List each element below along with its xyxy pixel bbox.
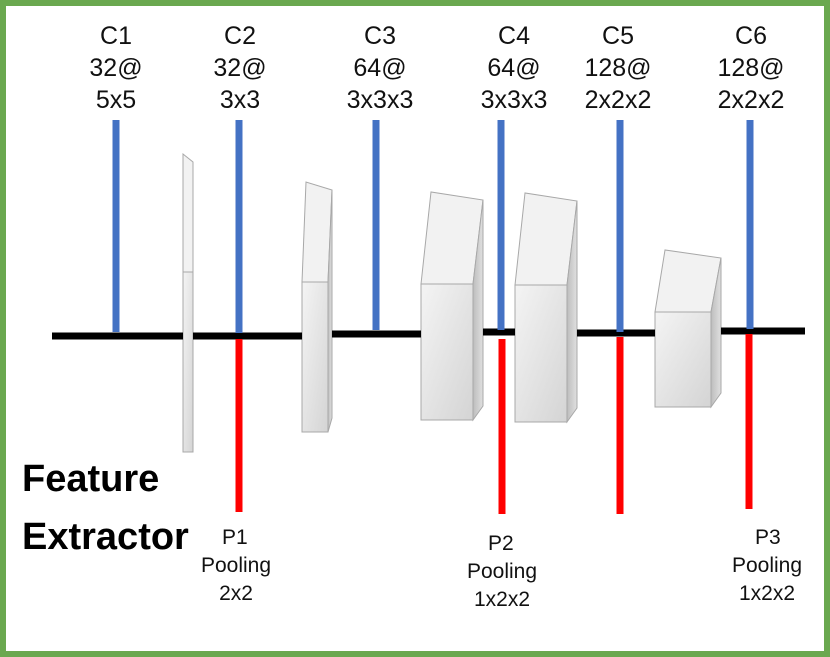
- conv-kernel: 3x3: [219, 86, 261, 114]
- pool-id: P2: [488, 532, 514, 555]
- feature-map-block: [514, 192, 578, 424]
- conv-kernel: 2x2x2: [717, 86, 785, 114]
- conv-id: C5: [602, 22, 634, 50]
- conv-label-c6: C6 128@ 2x2x2: [696, 20, 806, 116]
- conv-filters: 64@: [353, 54, 407, 82]
- pool-label-p2: P2 Pooling 1x2x2: [447, 530, 557, 614]
- conv-kernel: 3x3x3: [480, 86, 548, 114]
- block-top-face: [301, 181, 333, 283]
- block-top-face: [514, 192, 578, 286]
- pool-id: P3: [755, 526, 781, 549]
- conv-id: C6: [735, 22, 767, 50]
- pool-id: P1: [222, 526, 248, 549]
- block-top-face: [182, 152, 194, 273]
- block-front-face: [654, 311, 712, 408]
- pool-type: Pooling: [731, 554, 803, 577]
- conv-id: C1: [100, 22, 132, 50]
- block-top-face: [654, 249, 722, 313]
- conv-id: C3: [364, 22, 396, 50]
- conv-id: C2: [224, 22, 256, 50]
- feature-map-block: [654, 249, 722, 409]
- pool-label-p3: P3 Pooling 1x2x2: [712, 524, 822, 608]
- block-front-face: [420, 283, 474, 421]
- conv-kernel: 3x3x3: [346, 86, 414, 114]
- conv-kernel: 2x2x2: [584, 86, 652, 114]
- title-line-2: Extractor: [22, 516, 189, 558]
- conv-filters: 128@: [717, 54, 785, 82]
- title-line-1: Feature: [22, 458, 160, 500]
- conv-label-c4: C4 64@ 3x3x3: [459, 20, 569, 116]
- conv-label-c3: C3 64@ 3x3x3: [325, 20, 435, 116]
- pool-size: 1x2x2: [473, 588, 531, 611]
- block-front-face: [301, 281, 329, 433]
- pool-type: Pooling: [200, 554, 272, 577]
- feature-map-block: [301, 181, 333, 433]
- conv-label-c1: C1 32@ 5x5: [61, 20, 171, 116]
- pool-size: 1x2x2: [738, 582, 796, 605]
- pool-type: Pooling: [466, 560, 538, 583]
- feature-map-block: [420, 191, 484, 422]
- conv-filters: 32@: [89, 54, 143, 82]
- block-front-face: [514, 284, 568, 423]
- pool-label-p1: P1 Pooling 2x2: [181, 524, 291, 608]
- conv-label-c5: C5 128@ 2x2x2: [563, 20, 673, 116]
- conv-filters: 64@: [487, 54, 541, 82]
- feature-map-block: [182, 152, 194, 453]
- conv-id: C4: [498, 22, 530, 50]
- pool-size: 2x2: [219, 582, 253, 605]
- conv-filters: 128@: [584, 54, 652, 82]
- conv-filters: 32@: [213, 54, 267, 82]
- block-front-face: [182, 271, 194, 453]
- conv-kernel: 5x5: [95, 86, 137, 114]
- feature-extractor-title: Feature Extractor: [22, 450, 189, 566]
- block-top-face: [420, 191, 484, 285]
- conv-label-c2: C2 32@ 3x3: [185, 20, 295, 116]
